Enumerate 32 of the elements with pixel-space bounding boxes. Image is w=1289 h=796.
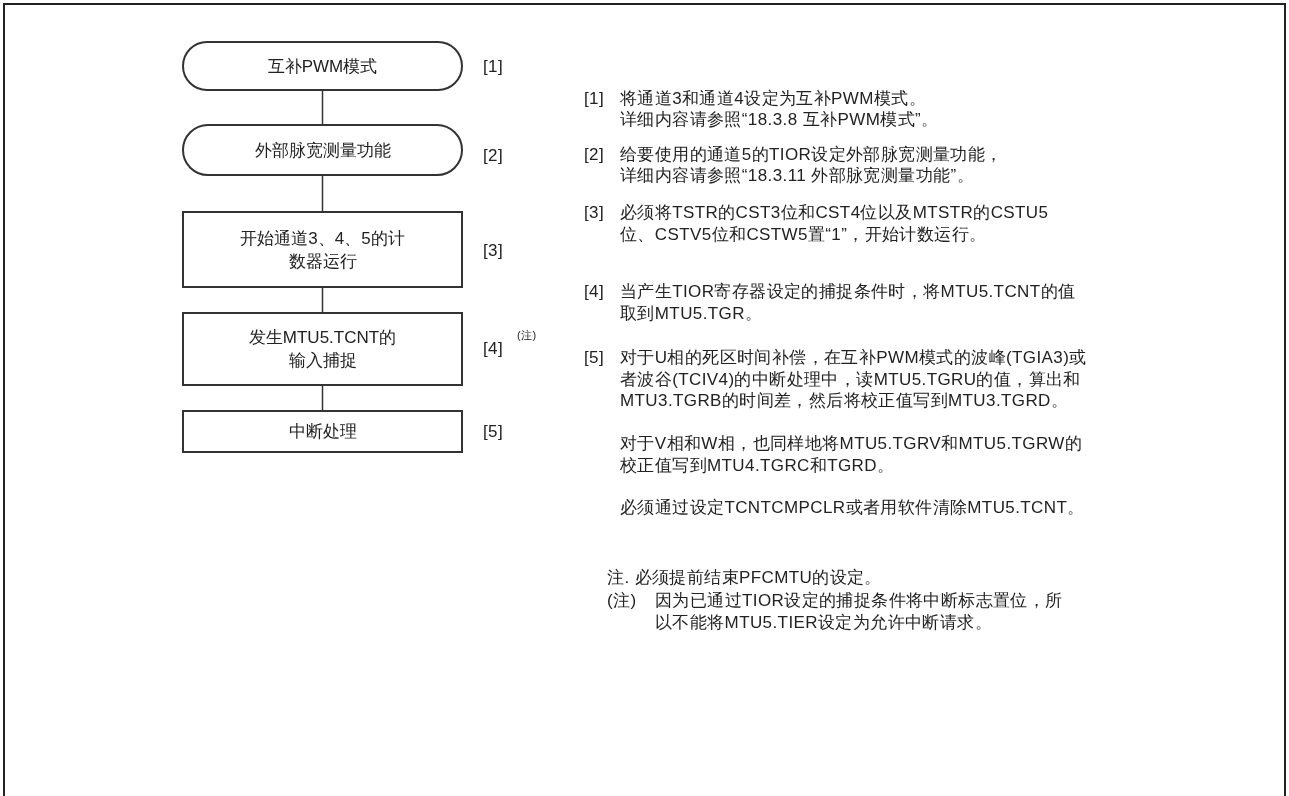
step-number: [4]: [483, 338, 504, 360]
note-text: 注. 必须提前结束PFCMTU的设定。: [607, 567, 882, 589]
note-text: 必须通过设定TCNTCMPCLR或者用软件清除MTU5.TCNT。: [620, 497, 1086, 519]
note-mark: (注): [607, 590, 637, 612]
connector-line: [321, 90, 324, 125]
process-box: 发生MTU5.TCNT的输入捕捉: [182, 312, 463, 386]
step-number: [3]: [584, 202, 605, 224]
step-number: [5]: [584, 347, 605, 369]
note-text: 给要使用的通道5的TIOR设定外部脉宽测量功能，: [620, 144, 1004, 166]
note-text: 对于V相和W相，也同样地将MTU5.TGRV和MTU5.TGRW的校正值写到MTU4.TGRC和TGRD。: [620, 433, 1084, 476]
note-text: 当产生TIOR寄存器设定的捕捉条件时，将MTU5.TCNT的值取到MTU5.TGR。: [620, 281, 1077, 324]
note-text: 必须将TSTR的CST3位和CST4位以及MTSTR的CSTU5位、CSTV5位和CSTW5置“1”，开始计数运行。: [620, 202, 1050, 245]
step-number: [2]: [584, 144, 605, 166]
note-text: 详细内容请参照“18.3.8 互补PWM模式”。: [620, 109, 940, 131]
process-box: 中断处理: [182, 410, 463, 453]
note-text: 对于U相的死区时间补偿，在互补PWM模式的波峰(TGIA3)或者波谷(TCIV4)的中断处理中，读MTU5.TGRU的值，算出和MTU3.TGRB的时间差，然后将校正值写到MTU3.TGRD。: [620, 347, 1088, 412]
terminal-box: 互补PWM模式: [182, 41, 463, 91]
note-text: 因为已通过TIOR设定的捕捉条件将中断标志置位，所以不能将MTU5.TIER设定为允许中断请求。: [655, 590, 1064, 633]
connector-line: [321, 385, 324, 411]
step-number: [5]: [483, 421, 504, 443]
connector-line: [321, 175, 324, 212]
note-mark: (注): [517, 329, 537, 342]
step-number: [4]: [584, 281, 605, 303]
terminal-box: 外部脉宽测量功能: [182, 124, 463, 176]
note-text: 将通道3和通道4设定为互补PWM模式。: [620, 88, 928, 110]
process-box: 开始通道3、4、5的计数器运行: [182, 211, 463, 288]
step-number: [1]: [483, 56, 504, 78]
step-number: [3]: [483, 240, 504, 262]
connector-line: [321, 287, 324, 313]
note-text: 详细内容请参照“18.3.11 外部脉宽测量功能”。: [620, 165, 975, 187]
step-number: [1]: [584, 88, 605, 110]
step-number: [2]: [483, 145, 504, 167]
